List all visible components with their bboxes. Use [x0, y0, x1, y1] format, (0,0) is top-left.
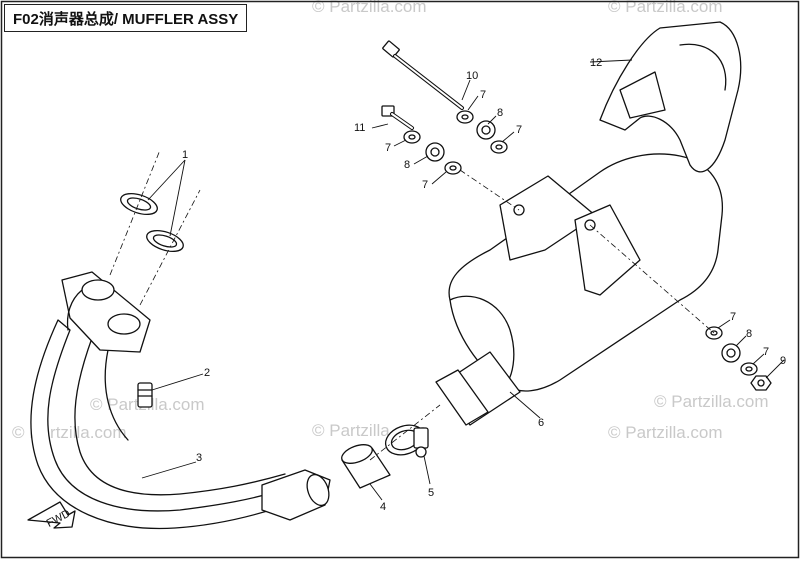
watermark: © Partzilla.com	[654, 392, 769, 411]
callout-9: 9	[780, 355, 786, 367]
exhaust-clamp	[384, 424, 429, 458]
heat-shield	[599, 21, 742, 173]
callout-7: 7	[385, 142, 391, 154]
gasket-upper	[120, 192, 158, 216]
callout-numbers: 1 2 3 4 5 6 7 7 7 7 7 7 8 8 8 9 10 11 12	[182, 57, 786, 513]
washer	[444, 161, 462, 175]
exhaust-sleeve	[341, 444, 391, 489]
washer	[740, 362, 758, 376]
callout-11: 11	[354, 122, 365, 134]
callout-2: 2	[204, 367, 210, 379]
callout-7: 7	[763, 346, 769, 358]
callout-1: 1	[182, 149, 188, 161]
gasket-lower	[146, 229, 184, 253]
washer	[403, 130, 421, 144]
hex-nut	[750, 375, 772, 391]
callout-10: 10	[466, 70, 478, 82]
rubber-grommet	[425, 142, 445, 162]
watermark: © Partzilla.com	[12, 423, 127, 442]
callout-8: 8	[497, 107, 503, 119]
callout-5: 5	[428, 487, 434, 499]
callout-3: 3	[196, 452, 202, 464]
watermark: © Partzilla.com	[608, 0, 723, 16]
callout-6: 6	[538, 417, 544, 429]
diagram-title: F02消声器总成/ MUFFLER ASSY	[4, 4, 248, 32]
watermark: © Partzilla.com	[608, 423, 723, 442]
callout-12: 12	[590, 57, 602, 69]
callout-7: 7	[730, 311, 736, 323]
callout-7: 7	[480, 89, 486, 101]
long-bolt	[382, 40, 464, 110]
leader-lines	[141, 59, 785, 501]
callout-4: 4	[380, 501, 386, 513]
muffler-body	[435, 153, 724, 426]
washer	[490, 140, 508, 154]
fwd-arrow	[27, 501, 76, 529]
rubber-grommet	[721, 343, 741, 363]
watermark: © Partzilla.com	[312, 0, 427, 16]
exhaust-header-pipe	[30, 271, 331, 530]
callout-7: 7	[422, 179, 428, 191]
callout-8: 8	[746, 328, 752, 340]
washer	[456, 110, 474, 124]
callout-8: 8	[404, 159, 410, 171]
assembly-lines	[109, 149, 715, 461]
rubber-grommet	[476, 120, 496, 140]
stud-bolt	[137, 382, 153, 408]
short-bolt	[381, 105, 414, 130]
callout-7: 7	[516, 124, 522, 136]
